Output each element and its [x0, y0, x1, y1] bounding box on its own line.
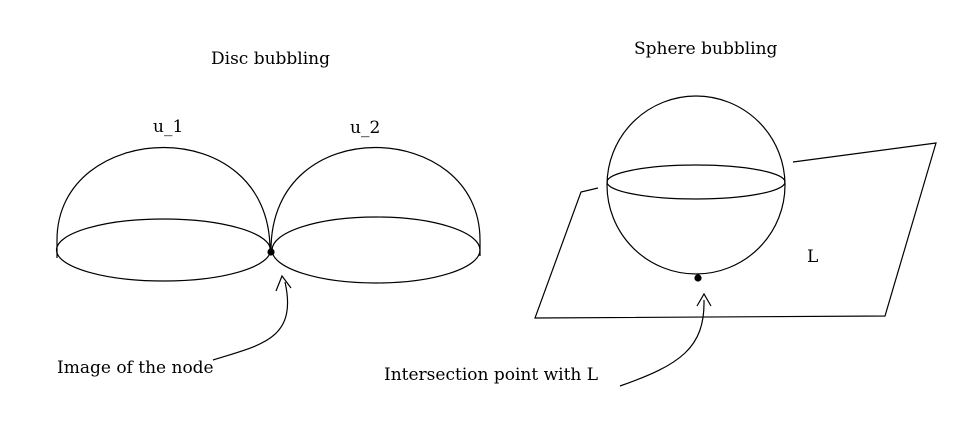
sphere-equator: [606, 164, 786, 200]
plane-label: L: [807, 247, 818, 267]
intersection-caption: Intersection point with L: [384, 365, 598, 385]
right-disc-dome: [270, 146, 481, 256]
node-point: [267, 248, 275, 256]
node-arrow: [212, 281, 289, 361]
intersection-point: [694, 274, 702, 282]
left-disc-rim: [55, 218, 272, 282]
right-disc-label: u_2: [350, 118, 380, 138]
sphere-bubbling-title: Sphere bubbling: [634, 39, 778, 59]
left-disc-label: u_1: [153, 117, 183, 137]
intersection-arrowhead: [696, 292, 712, 307]
right-disc-rim: [271, 216, 481, 284]
intersection-arrow: [619, 299, 705, 387]
sphere-bubbling-panel: Sphere bubbling L Intersection point wit…: [384, 39, 937, 387]
sphere-outline: [606, 95, 786, 275]
plane-l-outline: [534, 142, 937, 319]
disc-bubbling-title: Disc bubbling: [211, 49, 330, 69]
left-disc-dome: [56, 146, 271, 258]
node-arrowhead: [275, 274, 292, 292]
disc-bubbling-panel: Disc bubbling u_1 u_2 Image of the node: [55, 49, 481, 378]
node-caption: Image of the node: [57, 358, 214, 378]
